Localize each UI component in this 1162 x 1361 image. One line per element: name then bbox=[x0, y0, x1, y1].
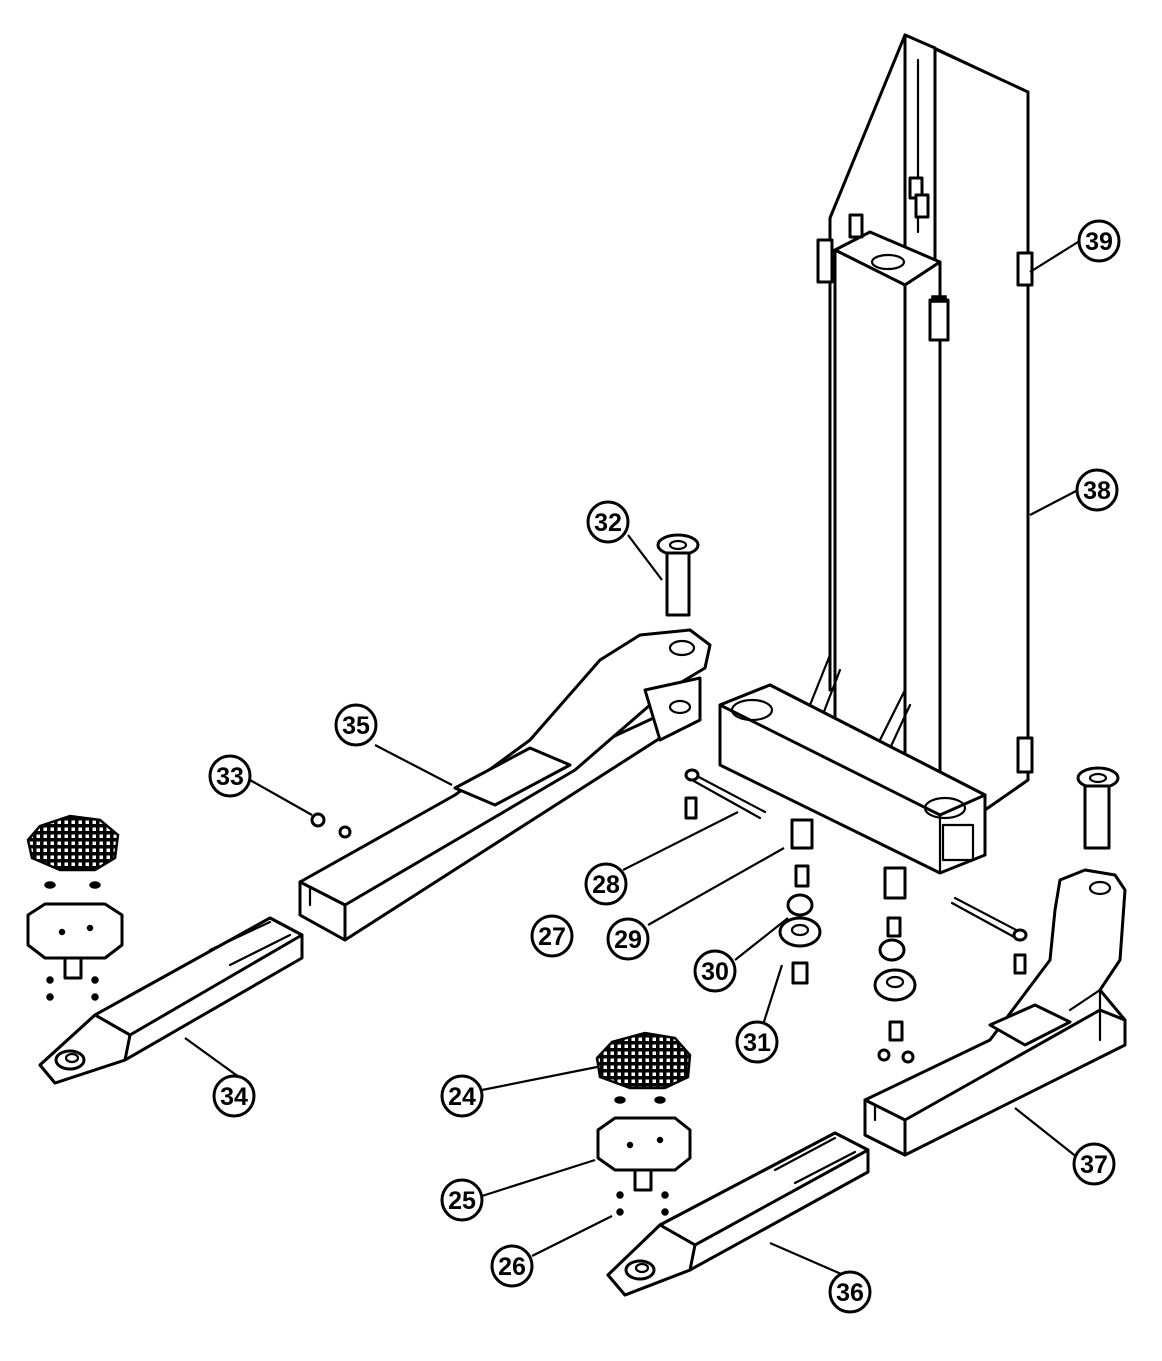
callout-27: 27 bbox=[530, 914, 574, 958]
lift-column bbox=[798, 33, 1034, 812]
callout-29: 29 bbox=[606, 917, 650, 961]
arm-37 bbox=[863, 868, 1127, 1157]
callout-39: 39 bbox=[1077, 219, 1121, 263]
callout-35: 35 bbox=[334, 703, 378, 747]
callout-label-29: 29 bbox=[614, 926, 642, 954]
callout-38: 38 bbox=[1075, 468, 1119, 512]
callout-label-32: 32 bbox=[594, 509, 622, 537]
callout-label-28: 28 bbox=[592, 871, 620, 899]
callout-26: 26 bbox=[490, 1244, 534, 1288]
arm-35 bbox=[298, 628, 712, 942]
callout-label-27: 27 bbox=[538, 923, 566, 951]
callout-label-36: 36 bbox=[836, 1279, 864, 1307]
callout-34: 34 bbox=[212, 1074, 256, 1118]
callout-37: 37 bbox=[1072, 1142, 1116, 1186]
callout-label-26: 26 bbox=[498, 1253, 526, 1281]
callout-25: 25 bbox=[440, 1178, 484, 1222]
callout-label-39: 39 bbox=[1085, 228, 1113, 256]
callout-label-31: 31 bbox=[743, 1029, 771, 1057]
callout-label-25: 25 bbox=[448, 1187, 476, 1215]
callout-36: 36 bbox=[828, 1270, 872, 1314]
callout-33: 33 bbox=[208, 754, 252, 798]
callout-label-37: 37 bbox=[1080, 1151, 1108, 1179]
pin-32 bbox=[656, 533, 700, 617]
callout-label-30: 30 bbox=[701, 958, 729, 986]
callout-31: 31 bbox=[735, 1020, 779, 1064]
callout-label-38: 38 bbox=[1083, 477, 1111, 505]
hardware-set-left bbox=[684, 768, 822, 985]
callout-30: 30 bbox=[693, 949, 737, 993]
arm-34 bbox=[38, 916, 304, 1085]
pin-37 bbox=[1076, 766, 1120, 850]
pad-24-25-26 bbox=[595, 1031, 692, 1216]
pad-34 bbox=[26, 814, 124, 1001]
callout-label-33: 33 bbox=[216, 763, 244, 791]
callout-28: 28 bbox=[584, 862, 628, 906]
arm-36 bbox=[606, 1131, 870, 1297]
callout-32: 32 bbox=[586, 500, 630, 544]
callout-24: 24 bbox=[440, 1074, 484, 1118]
hardware-set-right bbox=[873, 866, 1028, 1064]
screws-33 bbox=[310, 812, 352, 839]
callout-label-35: 35 bbox=[342, 712, 370, 740]
callout-label-24: 24 bbox=[448, 1083, 476, 1111]
column-base bbox=[718, 683, 987, 875]
callout-label-34: 34 bbox=[220, 1083, 248, 1111]
